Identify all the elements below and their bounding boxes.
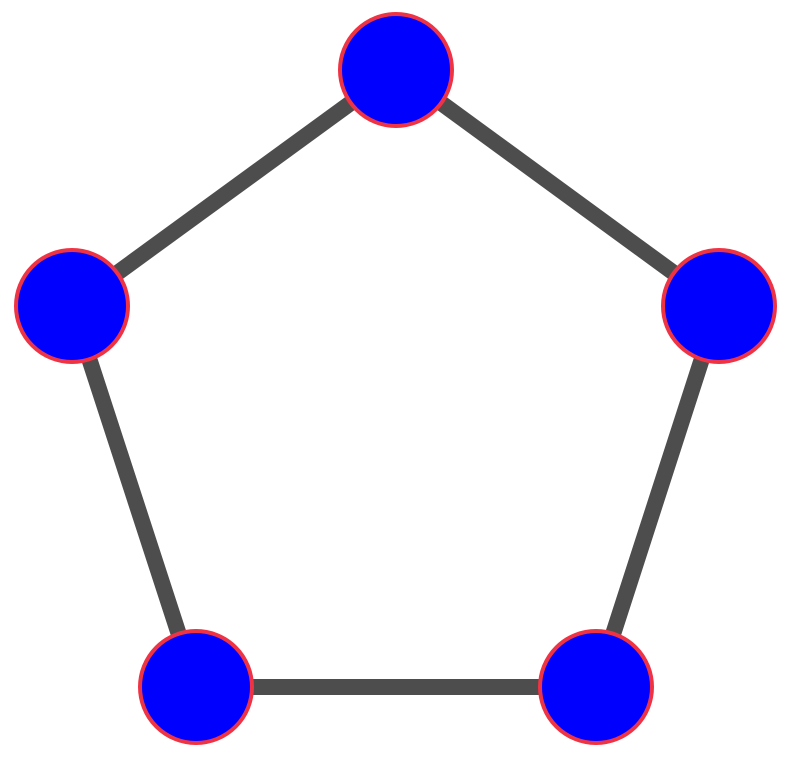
- node-bottom-left: [138, 629, 254, 745]
- edge-group: [64, 63, 727, 695]
- node-left: [14, 248, 130, 364]
- edge-left-top: [67, 63, 401, 313]
- edge-right-bottom-right: [588, 303, 727, 690]
- node-right: [661, 248, 777, 364]
- node-top: [338, 12, 454, 128]
- edge-top-right: [391, 63, 724, 313]
- edge-bottom-left-left: [64, 303, 204, 690]
- node-group: [14, 12, 777, 745]
- node-bottom-right: [538, 629, 654, 745]
